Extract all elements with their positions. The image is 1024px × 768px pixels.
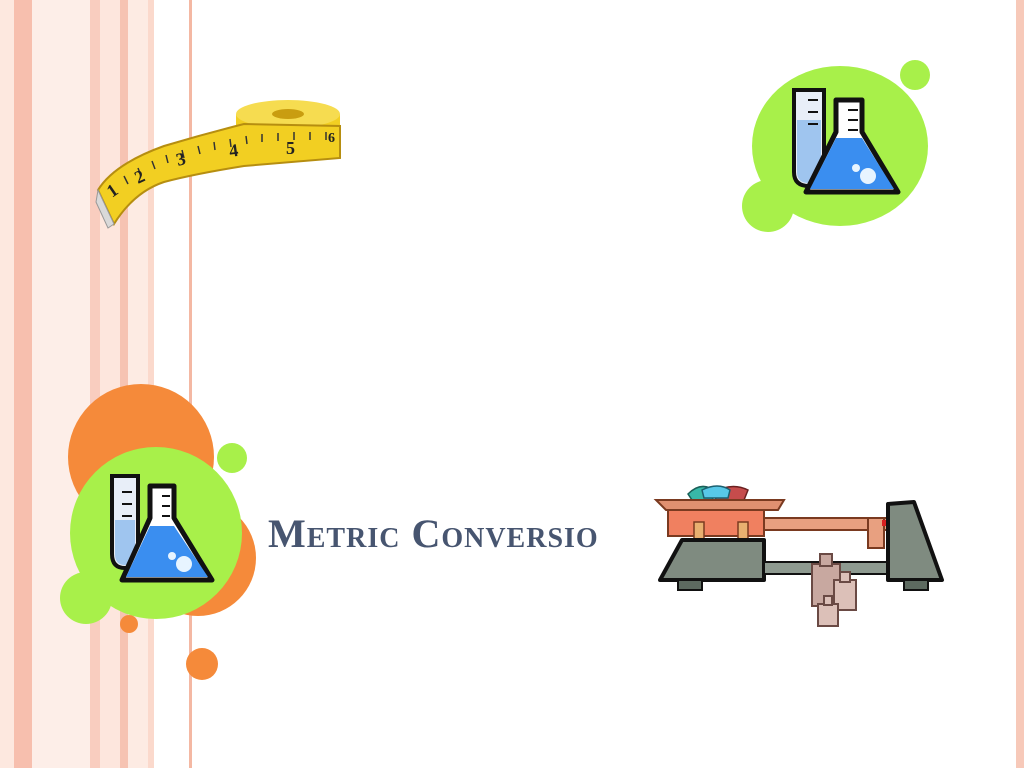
tape-mark: 6 <box>328 131 335 146</box>
measuring-tape-icon: 1 2 3 4 5 6 <box>95 100 341 229</box>
balance-scale-icon <box>653 485 944 627</box>
decor-stripe <box>0 0 14 768</box>
decor-bubble <box>60 572 112 624</box>
decor-bubble <box>742 180 794 232</box>
lab-glassware-icon <box>792 88 901 195</box>
decor-stripe <box>32 0 90 768</box>
decor-bubble <box>217 443 247 473</box>
decor-stripe <box>90 0 100 768</box>
decor-bubble <box>120 615 138 633</box>
lab-glassware-icon <box>110 474 215 583</box>
decor-right-edge <box>1016 0 1024 768</box>
decor-bubble <box>900 60 930 90</box>
decor-stripe <box>120 0 128 768</box>
decor-bubble <box>186 648 218 680</box>
tape-mark: 4 <box>228 140 240 161</box>
decor-stripe <box>189 0 192 768</box>
decor-stripe <box>14 0 32 768</box>
slide-title: Metric Conversio <box>268 511 599 556</box>
tape-mark: 5 <box>286 138 295 158</box>
